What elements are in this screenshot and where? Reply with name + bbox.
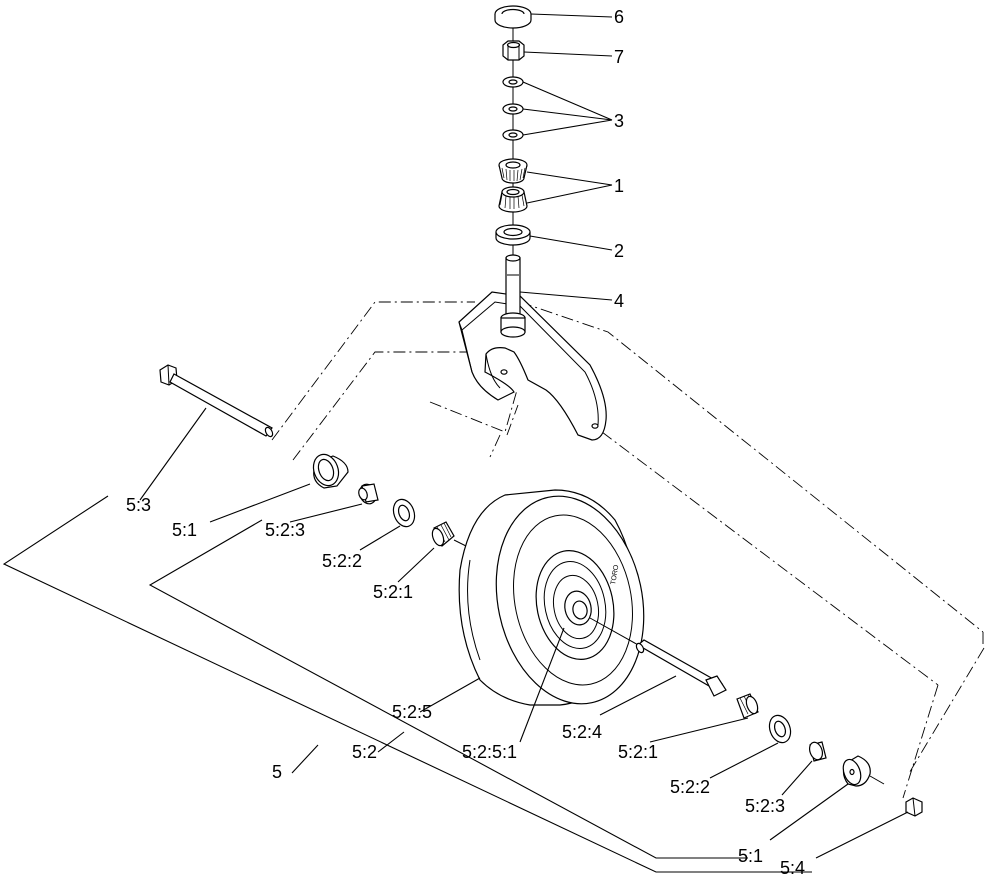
right-hub-stack [736,693,923,817]
leader-lines [139,13,909,859]
spacer-tube-part [589,617,727,697]
nut-part [502,40,525,61]
callout-2: 2 [614,241,624,261]
callout-5-2-2-left: 5:2:2 [322,551,362,571]
callout-5-2-3-right: 5:2:3 [745,796,785,816]
svg-text:TORO: TORO [610,564,620,586]
callout-labels: 6 7 3 1 2 4 5:3 5:1 5:2:3 5:2:2 5:2:1 5:… [126,7,805,878]
callout-7: 7 [614,47,624,67]
spindle-bearing-parts [498,158,528,213]
callout-5-1-right: 5:1 [738,846,763,866]
washer-parts [502,76,524,141]
left-hub-stack [312,453,471,549]
callout-5-4: 5:4 [780,858,805,878]
dust-cap-part [494,5,532,29]
callout-5-2-3-left: 5:2:3 [265,520,305,540]
axle-bolt-part [159,364,274,438]
caster-fork-part [458,254,607,441]
callout-4: 4 [614,291,624,311]
callout-5-2: 5:2 [352,742,377,762]
callout-5-2-1-right: 5:2:1 [618,742,658,762]
callout-6: 6 [614,7,624,27]
assembly-brackets [2,495,812,873]
callout-5: 5 [272,762,282,782]
callout-5-2-4: 5:2:4 [562,722,602,742]
seal-part [495,224,531,246]
callout-5-2-2-right: 5:2:2 [670,777,710,797]
callout-5-2-5-1: 5:2:5:1 [462,742,517,762]
callout-1: 1 [614,176,624,196]
callout-3: 3 [614,111,624,131]
tire-wheel-part: TORO [458,489,645,706]
callout-5-2-5: 5:2:5 [392,702,432,722]
callout-5-3: 5:3 [126,495,151,515]
callout-5-2-1-left: 5:2:1 [373,582,413,602]
callout-5-1-left: 5:1 [172,520,197,540]
